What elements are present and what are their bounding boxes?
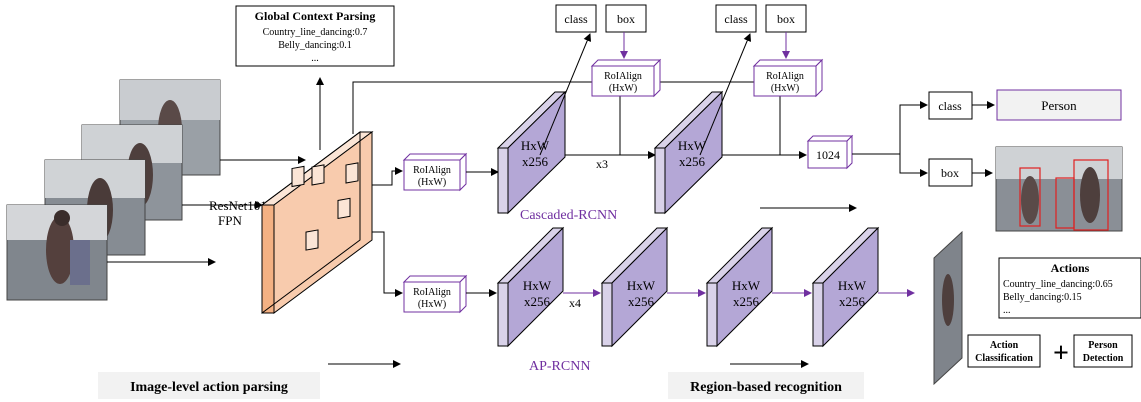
person-detection-box bbox=[1073, 334, 1133, 368]
roialign-top-right-line-2: (HxW) bbox=[771, 83, 799, 94]
detection-result-image bbox=[995, 146, 1123, 232]
region-based-label-bg bbox=[668, 372, 864, 399]
roialign-bottom-left-line-1: RoIAlign bbox=[413, 287, 451, 298]
person-output-box bbox=[996, 89, 1122, 121]
person-output-label: Person bbox=[1041, 98, 1077, 113]
backbone-label-line-2: FPN bbox=[218, 213, 242, 228]
image-level-label-bg bbox=[98, 372, 320, 399]
global-context-line-3: ... bbox=[311, 53, 319, 64]
actions-title: Actions bbox=[1051, 261, 1090, 275]
global-context-line-1: Country_line_dancing:0.7 bbox=[263, 27, 368, 38]
feature-block-top-2: HxW x256 bbox=[653, 90, 724, 215]
backbone-to-roi-bottom-arrow bbox=[372, 231, 403, 297]
region-based-label: Region-based recognition bbox=[690, 380, 842, 395]
roialign-top-left: RoIAlign (HxW) bbox=[402, 152, 468, 192]
fc-1024-label: 1024 bbox=[816, 148, 840, 162]
image-level-label: Image-level action parsing bbox=[130, 380, 288, 395]
roialign-top-middle-line-1: RoIAlign bbox=[604, 71, 642, 82]
input-frames bbox=[6, 79, 221, 301]
box-head-box-1 bbox=[605, 4, 647, 33]
detection-box-1 bbox=[1019, 167, 1041, 227]
feature-bottom-1-line-1: HxW bbox=[523, 278, 552, 293]
person-detection-line-2: Detection bbox=[1083, 353, 1124, 364]
feature-bottom-1-line-2: x256 bbox=[524, 294, 551, 309]
backbone-label-line-1: ResNet101 bbox=[209, 198, 267, 213]
fc-1024-block: 1024 bbox=[806, 134, 854, 170]
fc-to-box-arrow bbox=[899, 154, 928, 177]
feature-bottom-3-line-1: HxW bbox=[732, 278, 761, 293]
feature1-to-class-arrow bbox=[539, 33, 592, 156]
roialign-top-right: RoIAlign (HxW) bbox=[752, 58, 824, 98]
x4-label: x4 bbox=[569, 296, 581, 310]
fc-to-class-arrow bbox=[899, 101, 928, 154]
x3-label: x3 bbox=[596, 157, 608, 171]
cropped-person-image bbox=[933, 230, 963, 386]
roialign-top-left-line-2: (HxW) bbox=[418, 177, 446, 188]
class-head-box-1 bbox=[555, 4, 597, 33]
feature-bottom-4-line-1: HxW bbox=[838, 278, 867, 293]
detection-box-3 bbox=[1073, 159, 1109, 231]
roialign-top-middle: RoIAlign (HxW) bbox=[590, 58, 662, 98]
box-head-label-1: box bbox=[617, 12, 635, 26]
feature-block-bottom-3: HxW x256 bbox=[705, 226, 774, 348]
global-context-line-2: Belly_dancing:0.1 bbox=[278, 40, 352, 51]
feature-bottom-2-line-1: HxW bbox=[627, 278, 656, 293]
output-class-label: class bbox=[938, 99, 962, 113]
class-head-box-2 bbox=[715, 4, 757, 33]
output-box-label: box bbox=[941, 166, 959, 180]
roialign-top-left-line-1: RoIAlign bbox=[413, 165, 451, 176]
input-frame-4 bbox=[6, 204, 108, 301]
action-classification-line-1: Action bbox=[990, 340, 1019, 351]
feature-top-2-line-1: HxW bbox=[678, 138, 707, 153]
backbone-to-roi-top-arrow bbox=[372, 167, 403, 186]
ap-rcnn-label: AP-RCNN bbox=[529, 359, 590, 374]
action-classification-box bbox=[967, 334, 1041, 368]
backbone-bypass-line bbox=[352, 81, 781, 155]
global-context-box bbox=[235, 5, 395, 67]
actions-line-3: ... bbox=[1003, 305, 1011, 316]
backbone-block bbox=[260, 131, 374, 314]
actions-line-2: Belly_dancing:0.15 bbox=[1003, 292, 1082, 303]
global-context-title: Global Context Parsing bbox=[255, 9, 376, 23]
action-classification-line-2: Classification bbox=[975, 353, 1033, 364]
feature-block-bottom-2: HxW x256 bbox=[600, 226, 669, 348]
output-class-box bbox=[928, 91, 973, 120]
roialign-top-middle-line-2: (HxW) bbox=[609, 83, 637, 94]
output-box-box bbox=[928, 158, 973, 187]
feature2-to-class-arrow bbox=[699, 33, 752, 156]
feature-block-bottom-4: HxW x256 bbox=[811, 226, 880, 348]
actions-box bbox=[998, 257, 1141, 319]
roialign-top-right-line-1: RoIAlign bbox=[766, 71, 804, 82]
class-head-label-2: class bbox=[724, 12, 748, 26]
person-detection-line-1: Person bbox=[1088, 340, 1118, 351]
feature-top-1-line-2: x256 bbox=[522, 154, 549, 169]
plus-symbol: + bbox=[1053, 338, 1069, 369]
feature-bottom-2-line-2: x256 bbox=[628, 294, 655, 309]
class-head-label-1: class bbox=[564, 12, 588, 26]
roialign-bottom-left: RoIAlign (HxW) bbox=[402, 274, 468, 314]
feature-bottom-3-line-2: x256 bbox=[733, 294, 760, 309]
actions-line-1: Country_line_dancing:0.65 bbox=[1003, 279, 1113, 290]
feature-top-1-line-1: HxW bbox=[521, 138, 550, 153]
feature-top-2-line-2: x256 bbox=[679, 154, 706, 169]
feature-bottom-4-line-2: x256 bbox=[839, 294, 866, 309]
feature-block-bottom-1: HxW x256 bbox=[496, 226, 565, 348]
cascaded-rcnn-label: Cascaded-RCNN bbox=[520, 208, 617, 223]
box-head-label-2: box bbox=[777, 12, 795, 26]
feature-block-top-1: HxW x256 bbox=[496, 90, 567, 215]
roialign-bottom-left-line-2: (HxW) bbox=[418, 299, 446, 310]
